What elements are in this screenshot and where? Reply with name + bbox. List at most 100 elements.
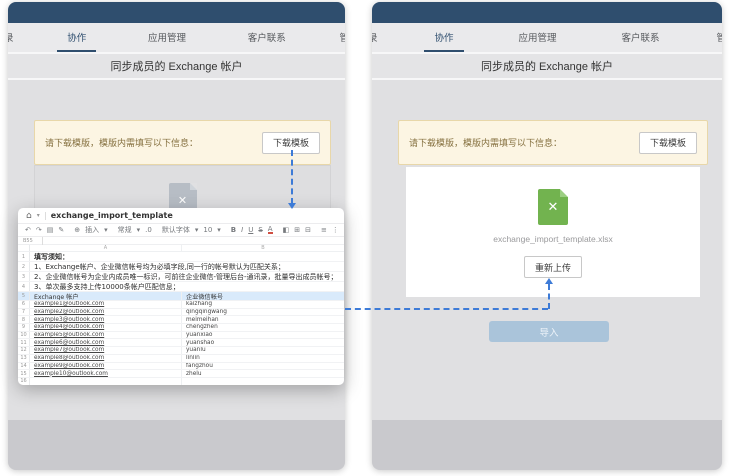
spreadsheet-window: ⌂ ▾ exchange_import_template ↶ ↷ ▤ ✎ ⊕ 插… (18, 208, 344, 385)
italic-icon[interactable]: I (241, 226, 244, 234)
row-number[interactable]: 6 (18, 301, 30, 308)
merge-cells-icon[interactable]: ⊟ (305, 226, 311, 234)
redo-icon[interactable]: ↷ (35, 226, 42, 234)
reupload-button[interactable]: 重新上传 (523, 256, 582, 278)
insert-icon[interactable]: ⊕ (74, 226, 81, 234)
tab-app-management[interactable]: 应用管理 (147, 32, 186, 44)
chevron-down-icon: ▾ (104, 226, 108, 234)
cell-name-box[interactable]: B55 (23, 237, 33, 244)
row-number[interactable]: 2 (18, 262, 30, 271)
spreadsheet-toolbar: ↶ ↷ ▤ ✎ ⊕ 插入 ▾ 常规 ▾ .0 默认字体 ▾ 10 ▾ B I U… (18, 223, 344, 237)
row-number[interactable]: 4 (18, 282, 30, 291)
tab-management-partial[interactable]: 管 (339, 32, 345, 44)
strikethrough-icon[interactable]: S (258, 226, 263, 234)
download-template-button[interactable]: 下载模板 (261, 131, 320, 154)
sheet-cell-email-link[interactable]: example10@outlook.com (30, 370, 182, 377)
sheet-cell-email-link[interactable]: example8@outlook.com (30, 354, 182, 362)
tab-collaboration[interactable]: 协作 (57, 23, 97, 52)
format-painter-icon[interactable]: ✎ (58, 226, 65, 234)
row-number[interactable]: 11 (18, 339, 30, 347)
sheet-cell-email-link[interactable]: example4@outlook.com (30, 324, 182, 331)
chevron-down-icon[interactable]: ▾ (36, 212, 40, 219)
row-number[interactable]: 5 (18, 292, 30, 300)
sheet-cell-email-link[interactable]: example7@outlook.com (30, 347, 182, 354)
panel-step-upload-import: 录 协作 应用管理 客户联系 管 同步成员的 Exchange 帐户 请下载模版… (372, 2, 722, 470)
sheet-cell-email-link[interactable]: example9@outlook.com (30, 362, 182, 370)
tab-collaboration[interactable]: 协作 (424, 23, 464, 52)
tab-app-management[interactable]: 应用管理 (518, 32, 557, 44)
tab-contacts-partial[interactable]: 录 (372, 32, 378, 44)
tab-management-partial[interactable]: 管 (716, 32, 722, 44)
underline-icon[interactable]: U (248, 226, 254, 234)
row-number[interactable]: 3 (18, 272, 30, 281)
row-number[interactable]: 10 (18, 331, 30, 339)
print-icon[interactable]: ▤ (46, 226, 54, 234)
tab-contacts-partial[interactable]: 录 (8, 32, 14, 44)
row-number[interactable]: 1 (18, 252, 30, 261)
sheet-cell-note: 3、单次最多支持上传10000条帐户匹配信息； (34, 282, 180, 291)
spreadsheet-title: exchange_import_template (50, 211, 173, 220)
sheet-cell: 企业微信帐号 (186, 293, 224, 301)
top-navbar (372, 2, 722, 23)
sheet-cell: fangzhou (186, 362, 213, 369)
chevron-down-icon: ▾ (194, 226, 199, 234)
font-color-icon[interactable]: A (267, 225, 273, 234)
sheet-cell-email-link[interactable]: example5@outlook.com (30, 331, 182, 339)
page-title: 同步成员的 Exchange 帐户 (8, 54, 345, 80)
row-number[interactable]: 16 (18, 377, 30, 385)
panel-footer (8, 420, 345, 470)
tab-customer-contact[interactable]: 客户联系 (621, 32, 660, 44)
sheet-row: 3 2、企业微信帐号为企业内成员唯一标识，可前往企业微信-管理后台-通讯录，批量导… (18, 272, 344, 282)
sheet-cell: kaizhang (186, 301, 213, 308)
formula-bar[interactable]: B55 (18, 236, 344, 245)
sheet-cell-note: 1、Exchange帐户、企业微信帐号均为必填字段,同一行的帐号默认为匹配关系； (34, 262, 285, 271)
sheet-cell-email-link[interactable]: example1@outlook.com (30, 301, 182, 308)
uploaded-file-card: ✕ exchange_import_template.xlsx 重新上传 (406, 167, 700, 297)
font-size-menu[interactable]: 10 (203, 226, 213, 234)
arrow-up-icon (545, 278, 553, 284)
row-number[interactable]: 12 (18, 347, 30, 354)
sheet-cell-email-link[interactable]: example3@outlook.com (30, 316, 182, 324)
font-family-menu[interactable]: 默认字体 (161, 226, 190, 234)
arrow-down-icon (288, 203, 296, 209)
row-number[interactable]: 8 (18, 316, 30, 324)
chevron-down-icon: ▾ (217, 226, 221, 234)
row-number[interactable]: 14 (18, 362, 30, 370)
notice-text: 请下载模版，模版内需填写以下信息： (409, 138, 563, 148)
sheet-cell (182, 378, 344, 385)
sheet-row: 2 1、Exchange帐户、企业微信帐号均为必填字段,同一行的帐号默认为匹配关系… (18, 262, 344, 272)
sheet-cell-email-link[interactable]: example6@outlook.com (30, 339, 182, 347)
dashed-connector-sheet-to-upload (345, 308, 548, 310)
insert-menu[interactable]: 插入 (85, 226, 100, 234)
sheet-cell-email-link[interactable]: example2@outlook.com (30, 308, 182, 316)
row-number[interactable]: 15 (18, 370, 30, 377)
sheet-cell-note: 2、企业微信帐号为企业内成员唯一标识，可前往企业微信-管理后台-通讯录，批量导出… (34, 272, 338, 281)
column-header-a[interactable]: A (30, 245, 182, 251)
undo-icon[interactable]: ↶ (25, 226, 31, 234)
sheet-cell-note: 填写须知： (34, 252, 69, 261)
bold-icon[interactable]: B (230, 226, 237, 234)
download-template-button[interactable]: 下载模板 (638, 131, 697, 154)
number-format-menu[interactable]: 常规 (117, 226, 132, 234)
more-icon[interactable]: ⋮ (331, 226, 339, 234)
row-number[interactable]: 9 (18, 324, 30, 331)
corner-cell[interactable] (18, 245, 30, 251)
borders-icon[interactable]: ⊞ (294, 226, 301, 234)
home-icon[interactable]: ⌂ (26, 210, 32, 221)
fill-color-icon[interactable]: ◧ (282, 226, 290, 234)
sheet-cell: Exchange 帐户 (30, 292, 182, 300)
divider (44, 211, 46, 220)
row-number[interactable]: 13 (18, 354, 30, 362)
align-icon[interactable]: ≡ (320, 226, 327, 234)
decimal-icon[interactable]: .0 (145, 226, 152, 234)
panel-content: 请下载模版，模版内需填写以下信息： 下载模板 ✕ exchange_import… (372, 80, 722, 420)
row-number[interactable]: 7 (18, 308, 30, 316)
tab-customer-contact[interactable]: 客户联系 (247, 32, 286, 44)
import-button[interactable]: 导入 (489, 321, 609, 342)
column-header-b[interactable]: B (261, 245, 265, 251)
